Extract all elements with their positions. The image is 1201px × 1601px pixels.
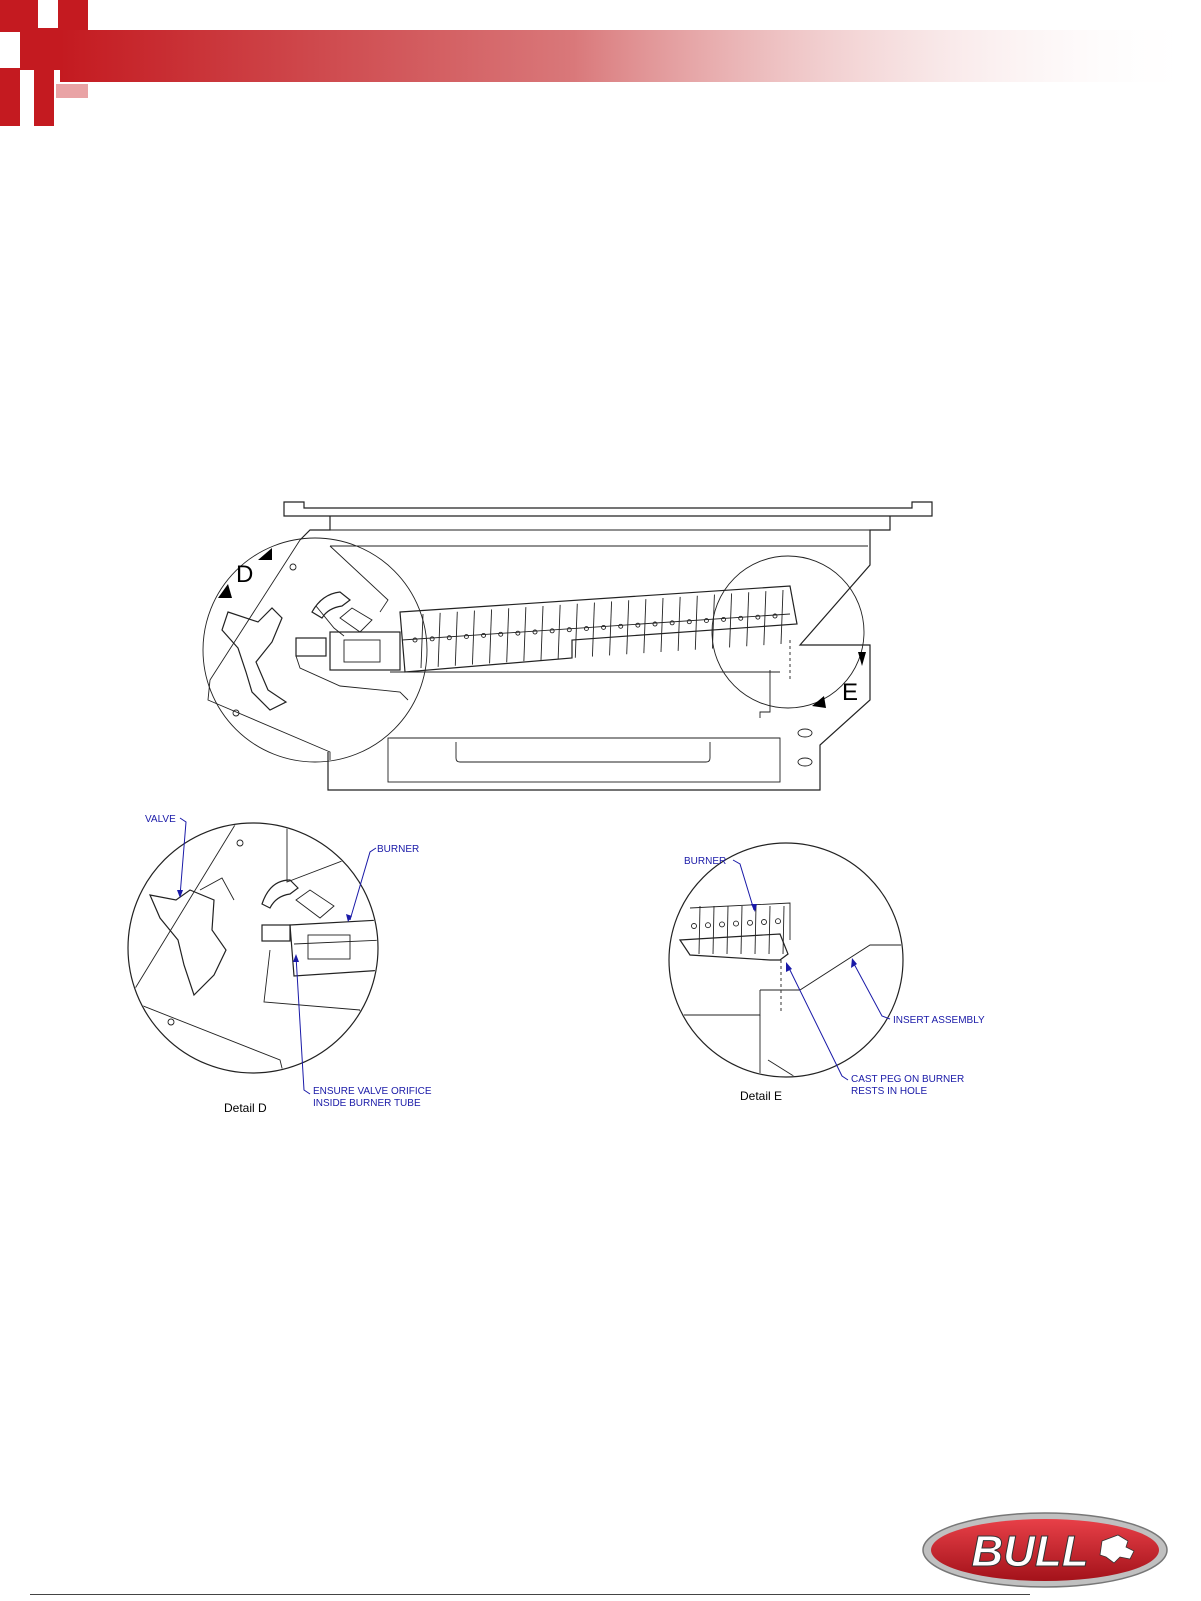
bull-logo: BULL	[920, 1511, 1170, 1589]
insert-leader-arrow	[851, 958, 857, 968]
logo-text: BULL	[971, 1527, 1088, 1576]
burner-port	[602, 625, 606, 629]
burner-rib	[524, 607, 526, 661]
hole-d-1	[290, 564, 296, 570]
burner-e-leader	[733, 860, 754, 910]
burner-port	[533, 630, 537, 634]
burner-rib	[575, 604, 577, 658]
burner-rib	[661, 598, 663, 652]
callout-orifice-line1: ENSURE VALVE ORIFICE	[313, 1086, 432, 1097]
burner-port	[499, 632, 503, 636]
burner-rib	[455, 612, 457, 666]
detail-e-port	[720, 922, 725, 927]
insert-leader	[853, 962, 890, 1019]
mount-hole-2	[798, 758, 812, 766]
orifice-leader	[296, 956, 310, 1094]
peg-leader-arrow	[786, 962, 792, 972]
burner-rib	[747, 592, 749, 646]
detail-e-bracket	[760, 670, 770, 718]
burner-rib	[507, 608, 509, 662]
burner-port	[516, 631, 520, 635]
burner-port	[413, 638, 417, 642]
detail-e-marker: E	[842, 679, 858, 706]
detail-e-rib	[783, 906, 784, 954]
burner-rib	[438, 613, 440, 667]
detail-e-rib	[741, 906, 742, 954]
detail-d-marker: D	[236, 561, 253, 588]
burner-rib	[541, 606, 543, 660]
burner-port	[619, 624, 623, 628]
detail-e-port	[734, 921, 739, 926]
main-view: D E	[203, 502, 932, 790]
burner-port	[482, 633, 486, 637]
callout-peg-line1: CAST PEG ON BURNER	[851, 1074, 964, 1085]
detail-e-port	[762, 920, 767, 925]
burner-rib	[678, 597, 680, 651]
burner-tube	[400, 586, 797, 672]
burner-rib	[421, 614, 423, 668]
burner-rib	[592, 603, 594, 657]
detail-e-rib	[755, 906, 756, 954]
detail-e-caption: Detail E	[740, 1089, 782, 1103]
detail-e-rib	[769, 906, 770, 954]
valve-assembly	[222, 592, 408, 710]
grill-top-lid	[284, 502, 932, 516]
detail-e-port	[692, 924, 697, 929]
burner-port	[447, 636, 451, 640]
detail-d-inner	[330, 546, 388, 612]
burner-port	[636, 623, 640, 627]
detail-d-body-left	[208, 540, 330, 760]
detail-e-rib	[713, 906, 714, 954]
footer-rule	[30, 1594, 1030, 1595]
burner-rib	[558, 605, 560, 659]
burner-rib	[490, 609, 492, 663]
burner-rib	[472, 611, 474, 665]
burner-rib	[627, 600, 629, 654]
valve-leader-arrow	[177, 890, 183, 898]
valve-leader	[180, 818, 186, 896]
detail-e-port	[776, 919, 781, 924]
burner-rib	[781, 590, 783, 644]
callout-valve: VALVE	[145, 814, 176, 825]
detail-d-caption: Detail D	[224, 1101, 267, 1115]
burner-port	[430, 637, 434, 641]
peg-leader	[788, 966, 848, 1080]
drip-tray	[388, 738, 780, 782]
callout-burner-d: BURNER	[377, 844, 419, 855]
burner-tube-centerline	[402, 614, 790, 640]
detail-d-enlarged-circle	[128, 823, 378, 1073]
burner-rib	[730, 593, 732, 647]
callout-orifice-line2: INSIDE BURNER TUBE	[313, 1098, 421, 1109]
burner-rib	[644, 599, 646, 653]
callout-insert: INSERT ASSEMBLY	[893, 1015, 985, 1026]
detail-d-view: VALVE BURNER ENSURE VALVE ORIFICE INSIDE…	[128, 814, 432, 1115]
detail-e-port	[748, 920, 753, 925]
burner-port	[550, 629, 554, 633]
orifice-leader-arrow	[293, 954, 299, 962]
detail-e-rib	[699, 906, 700, 954]
callout-peg-line2: RESTS IN HOLE	[851, 1086, 927, 1097]
arrow-e-2	[812, 696, 826, 708]
burner-rib	[695, 596, 697, 650]
drip-tray-slot	[456, 742, 710, 762]
mount-hole-1	[798, 729, 812, 737]
burner-port	[567, 628, 571, 632]
detail-e-view: BURNER INSERT ASSEMBLY CAST PEG ON BURNE…	[669, 843, 985, 1103]
burner-port	[464, 635, 468, 639]
detail-e-rib	[727, 906, 728, 954]
detail-e-enlarged-circle	[669, 843, 903, 1077]
burner-rib	[610, 601, 612, 655]
callout-burner-e: BURNER	[684, 856, 726, 867]
burner-rib	[764, 591, 766, 645]
burner-port	[584, 627, 588, 631]
detail-e-port	[706, 923, 711, 928]
